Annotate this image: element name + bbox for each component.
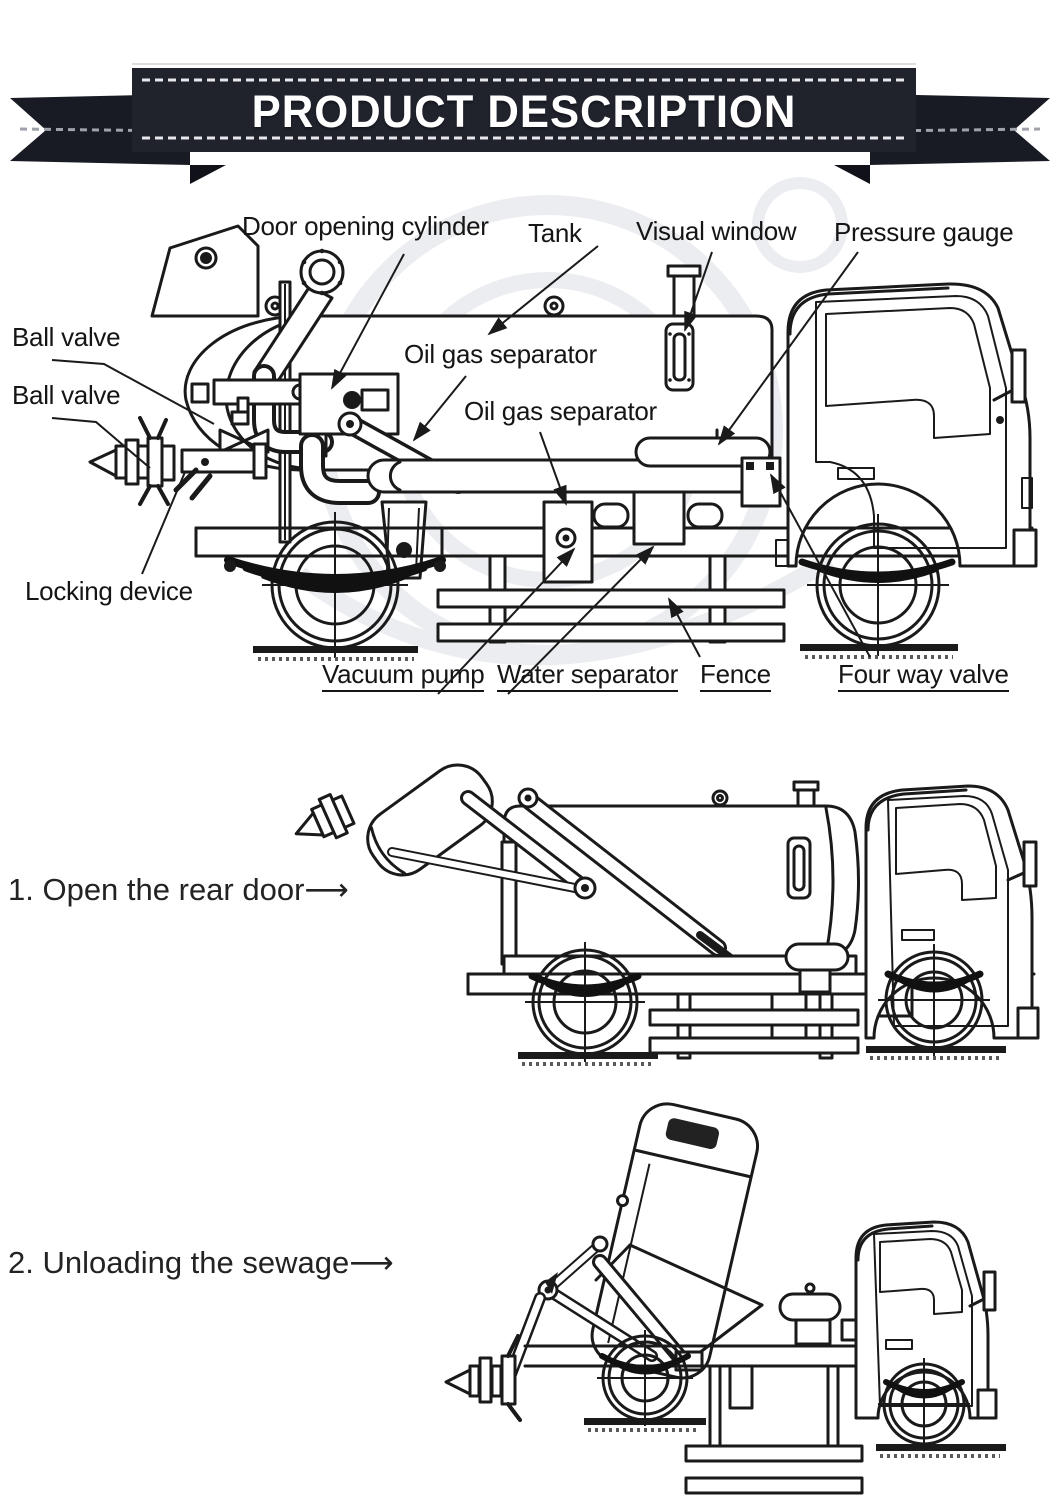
step1-truck-drawing — [294, 763, 1040, 1066]
label-four-way-valve: Four way valve — [838, 660, 1009, 692]
label-visual-window: Visual window — [636, 216, 797, 246]
label-locking-device: Locking device — [25, 576, 193, 606]
label-vacuum-pump: Vacuum pump — [322, 660, 485, 692]
oil-gas-separator-part — [542, 500, 594, 584]
step-2-label: 2. Unloading the sewage⟶ — [8, 1245, 394, 1280]
label-door-opening-cylinder: Door opening cylinder — [242, 211, 489, 241]
label-oil-gas-separator-upper: Oil gas separator — [404, 339, 597, 369]
ribbon-banner — [10, 63, 1050, 184]
label-ball-valve-top: Ball valve — [12, 322, 121, 352]
step2-truck-drawing — [444, 1102, 1006, 1495]
label-oil-gas-separator-lower: Oil gas separator — [464, 396, 657, 426]
fence-part — [436, 588, 786, 609]
step-1-label: 1. Open the rear door⟶ — [8, 872, 349, 907]
label-tank: Tank — [528, 218, 582, 248]
label-water-separator: Water separator — [497, 660, 678, 692]
label-pressure-gauge: Pressure gauge — [834, 217, 1014, 247]
truck-cab — [786, 282, 1032, 568]
front-wheel — [807, 514, 949, 656]
leader-lines — [51, 245, 871, 695]
label-ball-valve-bottom: Ball valve — [12, 380, 121, 410]
water-separator-part — [632, 490, 686, 546]
main-truck-drawing — [88, 224, 1038, 661]
label-fence: Fence — [700, 660, 771, 692]
banner-title: PRODUCT DESCRIPTION — [251, 86, 797, 137]
